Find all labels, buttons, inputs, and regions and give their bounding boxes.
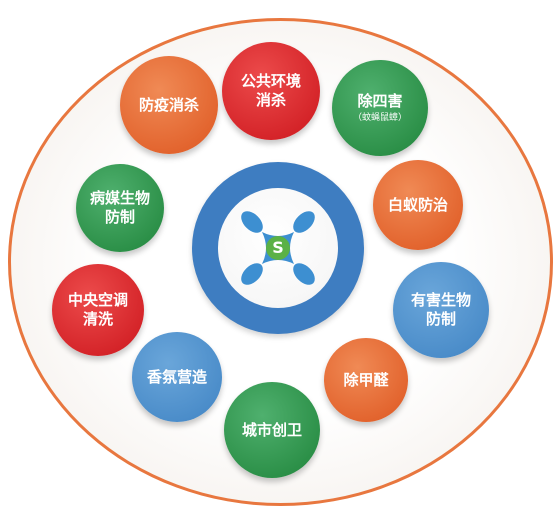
service-node-vector-control: 病媒生物 防制 bbox=[76, 164, 164, 252]
service-label: 白蚁防治 bbox=[387, 195, 448, 214]
service-node-public-disinfection: 公共环境 消杀 bbox=[222, 42, 320, 140]
service-label: 城市创卫 bbox=[241, 420, 302, 439]
service-label: 病媒生物 防制 bbox=[89, 189, 150, 226]
logo-letter: S bbox=[266, 236, 290, 260]
service-node-city-hygiene: 城市创卫 bbox=[224, 382, 320, 478]
service-label: 有害生物 防制 bbox=[410, 291, 471, 328]
service-label: 除甲醛 bbox=[343, 370, 389, 389]
service-label: 公共环境 消杀 bbox=[240, 72, 301, 109]
service-label: 除四害 bbox=[357, 92, 403, 110]
service-label: 防疫消杀 bbox=[138, 95, 199, 114]
service-node-formaldehyde-removal: 除甲醛 bbox=[324, 338, 408, 422]
service-node-termite-control: 白蚁防治 bbox=[373, 160, 463, 250]
service-node-four-pests: 除四害 （蚊蝇鼠蟑） bbox=[332, 60, 428, 156]
service-node-hvac-cleaning: 中央空调 清洗 bbox=[52, 264, 144, 356]
service-node-harmful-organism-control: 有害生物 防制 bbox=[393, 262, 489, 358]
service-node-epidemic-disinfection: 防疫消杀 bbox=[120, 56, 218, 154]
service-label: 中央空调 清洗 bbox=[67, 291, 128, 328]
service-node-fragrance: 香氛营造 bbox=[132, 332, 222, 422]
service-sublabel: （蚊蝇鼠蟑） bbox=[352, 113, 407, 123]
service-label: 香氛营造 bbox=[146, 367, 207, 386]
